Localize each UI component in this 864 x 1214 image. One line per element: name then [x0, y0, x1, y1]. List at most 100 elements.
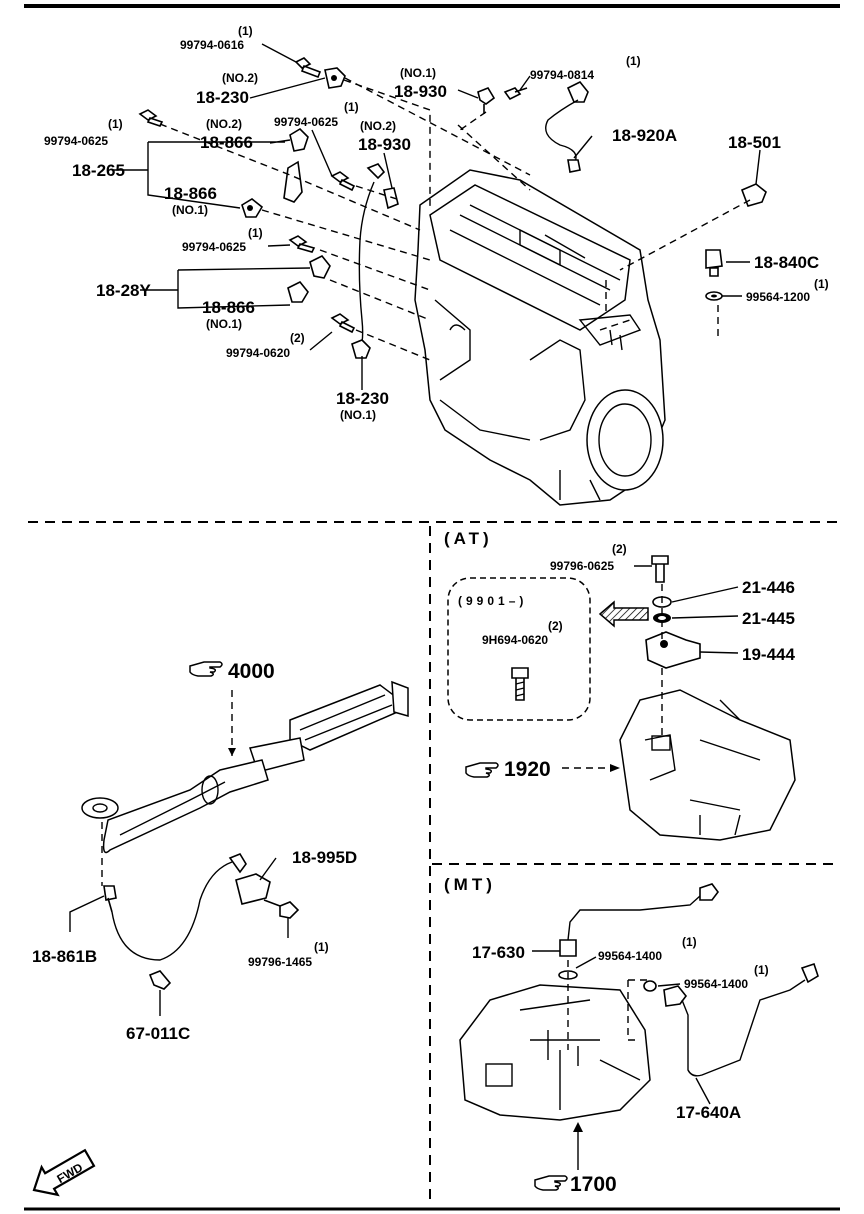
- part-18-230-no1: 18-230: [336, 389, 389, 408]
- bolt-99794-0625-left: [138, 109, 164, 127]
- sensor-18-930-no1: [477, 87, 496, 114]
- arrow-4000: [228, 748, 236, 756]
- transmission-mt-illustration: [459, 984, 651, 1121]
- serial-box-label: (9901–): [458, 594, 527, 608]
- part-18-866-no1-upper: 18-866: [164, 184, 217, 203]
- qty-99794-0625-mid: (1): [344, 100, 359, 114]
- part-18-28y: 18-28Y: [96, 281, 151, 300]
- at-title: (AT): [444, 529, 493, 548]
- part-21-445: 21-445: [742, 609, 795, 628]
- bolt-99796-0625: [651, 555, 669, 583]
- part-18-920a: 18-920A: [612, 126, 677, 145]
- exhaust-connectors: [101, 690, 233, 886]
- note-18-866-no1-lower: (NO.1): [206, 317, 242, 331]
- note-18-930-no1: (NO.1): [400, 66, 436, 80]
- switch-17-640a: [663, 962, 819, 1077]
- part-67-011c: 67-011C: [126, 1024, 190, 1043]
- note-18-866-no1-upper: (NO.1): [172, 203, 208, 217]
- note-18-230-no1: (NO.1): [340, 408, 376, 422]
- part-18-866-no2: 18-866: [200, 133, 253, 152]
- note-18-230-no2: (NO.2): [222, 71, 258, 85]
- part-99564-1200: 99564-1200: [746, 290, 810, 304]
- part-21-446: 21-446: [742, 578, 795, 597]
- fwd-arrow-icon: [32, 1148, 96, 1197]
- note-18-930-no2: (NO.2): [360, 119, 396, 133]
- engine-connectors: [159, 77, 751, 361]
- bracket-18-265: [283, 160, 303, 203]
- at-connectors: [562, 584, 663, 769]
- bracket-18-866-no1-upper: [241, 198, 264, 218]
- engine-illustration: [414, 169, 666, 506]
- washer-21-445: [653, 613, 671, 623]
- part-18-840c: 18-840C: [754, 253, 819, 272]
- sensor-18-230-no2: [324, 67, 346, 89]
- qty-99794-0625-lower: (1): [248, 226, 263, 240]
- pointing-hand-icon: [465, 762, 499, 778]
- note-18-866-no2: (NO.2): [206, 117, 242, 131]
- clip-67-011c: [148, 970, 172, 990]
- part-18-995d: 18-995D: [292, 848, 357, 867]
- qty-99794-0814: (1): [626, 54, 641, 68]
- bolt-99796-1465: [263, 899, 300, 919]
- o2-sensor-18-861b: [103, 861, 233, 961]
- bolt-99794-0620: [330, 313, 356, 334]
- part-99564-1400-a: 99564-1400: [598, 949, 662, 963]
- qty-9h694-0620: (2): [548, 619, 563, 633]
- sensor-18-930-no2: [358, 163, 399, 351]
- switch-17-630: [559, 883, 719, 957]
- qty-99796-0625: (2): [612, 542, 627, 556]
- arrow-1920: [610, 764, 620, 772]
- exhaust-leaders: [69, 857, 289, 1016]
- ref-1700: 1700: [570, 1173, 617, 1196]
- part-19-444: 19-444: [742, 645, 795, 664]
- qty-99794-0616: (1): [238, 24, 253, 38]
- sensor-19-444: [645, 631, 701, 669]
- pointing-hand-icon: [189, 661, 223, 677]
- ref-4000: 4000: [228, 660, 275, 683]
- part-99794-0814: 99794-0814: [530, 68, 594, 82]
- part-18-501: 18-501: [728, 133, 781, 152]
- at-leaders: [634, 565, 739, 654]
- mt-leaders: [532, 950, 711, 1170]
- washer-99564-1400-b: [643, 980, 657, 992]
- part-18-861b: 18-861B: [32, 947, 97, 966]
- qty-99794-0625-left: (1): [108, 117, 123, 131]
- sensor-18-230-no1: [351, 339, 371, 359]
- hatched-arrow-icon: [598, 600, 649, 628]
- transmission-at-illustration: [619, 689, 796, 841]
- bolt-9h694-0620: [511, 667, 529, 701]
- part-18-930-no1: 18-930: [394, 82, 447, 101]
- part-99564-1400-b: 99564-1400: [684, 977, 748, 991]
- part-99796-1465: 99796-1465: [248, 955, 312, 969]
- arrow-1700: [573, 1122, 583, 1132]
- bolt-99794-0814: [503, 87, 528, 101]
- part-17-630: 17-630: [472, 943, 525, 962]
- part-99794-0625-lower: 99794-0625: [182, 240, 246, 254]
- part-99794-0616: 99794-0616: [180, 38, 244, 52]
- qty-99564-1400-b: (1): [754, 963, 769, 977]
- qty-99796-1465: (1): [314, 940, 329, 954]
- part-17-640a: 17-640A: [676, 1103, 741, 1122]
- qty-99794-0620: (2): [290, 331, 305, 345]
- part-99796-0625: 99796-0625: [550, 559, 614, 573]
- engine-leaders: [112, 43, 761, 390]
- bracket-18-995d: [228, 853, 271, 905]
- part-9h694-0620: 9H694-0620: [482, 633, 548, 647]
- part-99794-0620: 99794-0620: [226, 346, 290, 360]
- bolt-99794-0625-mid: [330, 171, 356, 192]
- pointing-hand-icon: [534, 1175, 568, 1191]
- serial-box: [447, 577, 591, 721]
- part-99794-0625-mid: 99794-0625: [274, 115, 338, 129]
- bolt-99794-0616: [294, 57, 322, 79]
- bracket-18-866-no2: [289, 127, 309, 152]
- part-18-930-no2: 18-930: [358, 135, 411, 154]
- bracket-18-28y: [309, 254, 331, 279]
- exhaust-illustration: [81, 680, 409, 854]
- qty-99564-1200: (1): [814, 277, 829, 291]
- washer-99564-1200: [705, 291, 723, 301]
- ref-1920: 1920: [504, 758, 551, 781]
- qty-99564-1400-a: (1): [682, 935, 697, 949]
- bracket-18-866-no1-lower: [287, 280, 309, 303]
- mt-connectors: [567, 960, 650, 1050]
